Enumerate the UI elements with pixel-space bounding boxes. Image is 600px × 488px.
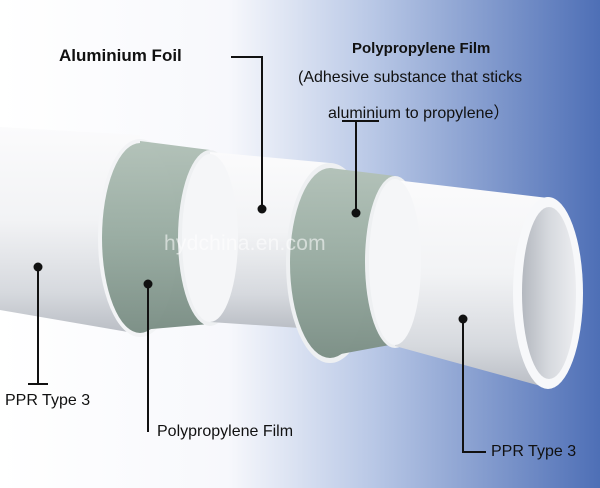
dot-ppr-right <box>458 314 468 324</box>
inner-ppr-layer <box>369 179 583 389</box>
dot-ppr-left <box>33 262 43 272</box>
leader-dots <box>33 204 468 324</box>
watermark-text: hydchina.en.com <box>164 232 326 255</box>
dot-pp-film-bottom <box>143 279 153 289</box>
dot-pp-film-top <box>351 208 361 218</box>
label-ppr-type3-left: PPR Type 3 <box>5 392 91 409</box>
label-pp-film-note-line2: aluminium to propylene） <box>328 105 510 122</box>
label-pp-film-bottom: Polypropylene Film <box>157 423 294 440</box>
label-ppr-type3-right: PPR Type 3 <box>491 443 577 460</box>
label-aluminium-foil: Aluminium Foil <box>59 46 182 65</box>
leader-lines <box>28 56 486 453</box>
dot-aluminium-foil <box>257 204 267 214</box>
label-pp-film-title: Polypropylene Film <box>352 40 491 57</box>
label-pp-film-note-line1: (Adhesive substance that sticks <box>298 69 523 86</box>
